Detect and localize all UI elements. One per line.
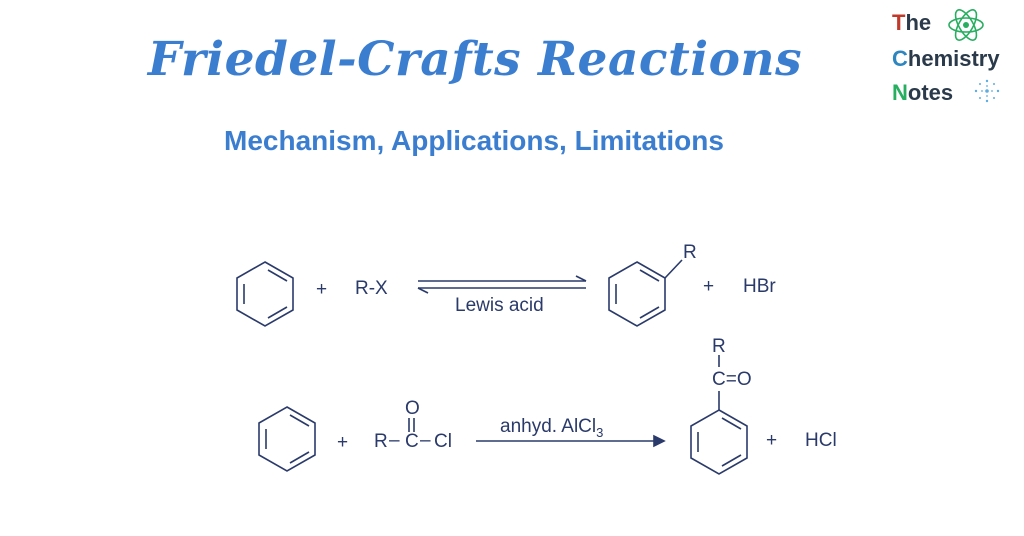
logo-line-the: The: [892, 10, 932, 35]
logo-line-notes: Notes: [892, 80, 954, 105]
atom-icon: [948, 9, 984, 41]
molecule-dots-icon: [974, 79, 1000, 103]
acyl-chloride-carbonyl: [408, 418, 415, 432]
plus-sign: +: [337, 432, 348, 453]
aryl-ketone-product: [690, 355, 748, 475]
acyl-carbon: C: [405, 431, 419, 452]
logo-line-chemistry: Chemistry: [892, 46, 1000, 71]
benzene-reactant-2: [258, 406, 316, 472]
alkyl-halide-reagent: R-X: [355, 278, 388, 299]
acyl-bond-right: –: [420, 430, 431, 451]
acyl-chlorine: Cl: [434, 431, 452, 452]
lewis-acid-condition: Lewis acid: [455, 295, 544, 316]
equilibrium-arrow: [417, 275, 587, 294]
plus-sign: +: [316, 279, 327, 300]
plus-sign: +: [703, 276, 714, 297]
ketone-r-group: R: [712, 336, 726, 357]
product-r-substituent: R: [683, 242, 697, 263]
benzene-reactant-1: [236, 261, 294, 327]
hcl-byproduct: HCl: [805, 430, 837, 451]
alcl3-condition: anhyd. AlCl3: [500, 416, 603, 440]
alkylbenzene-product: [608, 259, 683, 327]
page-title: Friedel-Crafts Reactions: [147, 32, 803, 87]
page-subtitle: Mechanism, Applications, Limitations: [224, 125, 724, 156]
plus-sign: +: [766, 430, 777, 451]
acyl-oxygen: O: [405, 398, 420, 419]
reaction-arrow: [476, 434, 666, 448]
acyl-r-group: R: [374, 431, 388, 452]
site-logo[interactable]: The Chemistry Notes: [890, 6, 1020, 106]
ketone-carbonyl: C=O: [712, 369, 752, 390]
acyl-bond-left: –: [389, 430, 400, 451]
hbr-byproduct: HBr: [743, 276, 776, 297]
